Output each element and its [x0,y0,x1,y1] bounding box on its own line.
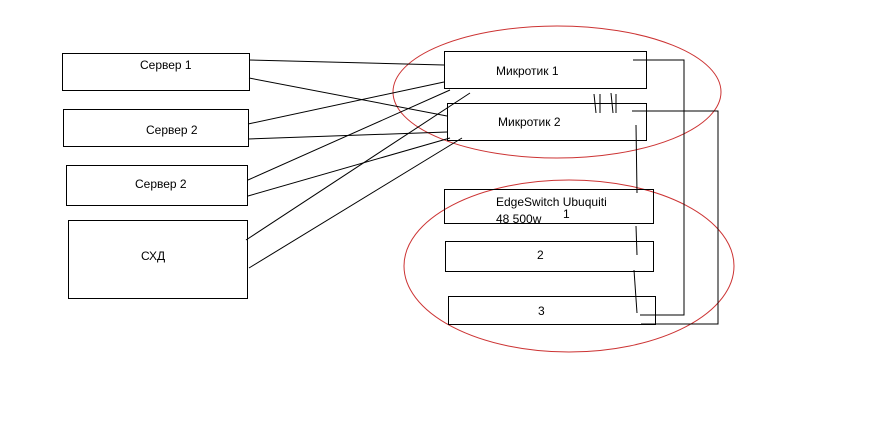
mikrotik-2-box [447,103,647,141]
switch-1-power-label: 48 500w [496,212,542,226]
switch-1-number: 1 [563,207,570,221]
server-2a-label: Сервер 2 [146,123,198,137]
mikrotik-2-label: Микротик 2 [498,115,561,129]
switch-3-box [448,296,656,325]
switch-2-box [445,241,654,272]
mikrotik-1-box [444,51,647,89]
server-2a-box [63,109,249,147]
switch-group-ellipse [403,179,735,353]
storage-box [68,220,248,299]
server-2b-label: Сервер 2 [135,177,187,191]
switch-3-number: 3 [538,304,545,318]
storage-label: СХД [141,249,166,263]
server-1-label: Сервер 1 [140,58,192,72]
switch-1-box [444,189,654,224]
mikrotik-1-label: Микротик 1 [496,64,559,78]
switch-2-number: 2 [537,248,544,262]
switch-1-model-label: EdgeSwitch Ubuquiti [496,195,607,209]
server-links [245,59,471,269]
uplink-lines [632,59,719,325]
server-2b-box [66,165,248,206]
router-group-ellipse [392,25,722,159]
server-1-box [62,53,250,91]
